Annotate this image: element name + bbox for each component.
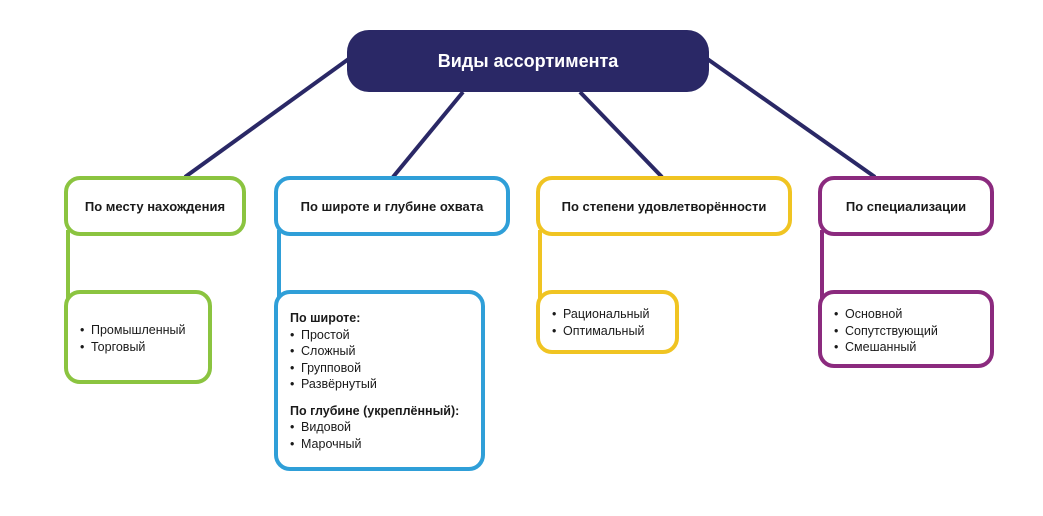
category-specialization-list: Основной Сопутствующий Смешанный: [818, 290, 994, 368]
category-location-header: По месту нахождения: [64, 176, 246, 236]
list-item: Видовой: [290, 419, 469, 436]
list-item: Сопутствующий: [834, 323, 978, 340]
list-item: Сложный: [290, 343, 469, 360]
category-satisfaction-header: По степени удовлетворённости: [536, 176, 792, 236]
category-breadth-title: По широте и глубине охвата: [300, 198, 484, 214]
list-item: Основной: [834, 306, 978, 323]
category-location-title: По месту нахождения: [84, 198, 226, 214]
group-breadth-title: По широте:: [290, 311, 361, 325]
list-item: Простой: [290, 327, 469, 344]
category-specialization-header: По специализации: [818, 176, 994, 236]
connector-root-to-location: [183, 56, 352, 179]
root-node: Виды ассортимента: [347, 30, 709, 92]
list-item: Смешанный: [834, 339, 978, 356]
connector-root-to-satisfaction: [578, 90, 664, 179]
category-satisfaction-list: Рациональный Оптимальный: [536, 290, 679, 354]
category-breadth-header: По широте и глубине охвата: [274, 176, 510, 236]
list-item: Групповой: [290, 360, 469, 377]
category-specialization-title: По специализации: [845, 198, 967, 214]
list-item: Торговый: [80, 339, 196, 356]
connector-root-to-specialization: [704, 56, 877, 179]
category-location-list: Промышленный Торговый: [64, 290, 212, 384]
group-depth-title: По глубине (укреплённый):: [290, 403, 460, 418]
connector-root-to-breadth: [391, 90, 465, 179]
category-breadth-list: По широте: Простой Сложный Групповой Раз…: [274, 290, 485, 471]
list-item: Марочный: [290, 436, 469, 453]
root-title: Виды ассортимента: [437, 50, 619, 71]
list-item: Развёрнутый: [290, 376, 469, 393]
category-satisfaction-title: По степени удовлетворённости: [561, 198, 767, 214]
list-item: Рациональный: [552, 306, 663, 323]
list-item: Промышленный: [80, 322, 196, 339]
list-item: Оптимальный: [552, 323, 663, 340]
